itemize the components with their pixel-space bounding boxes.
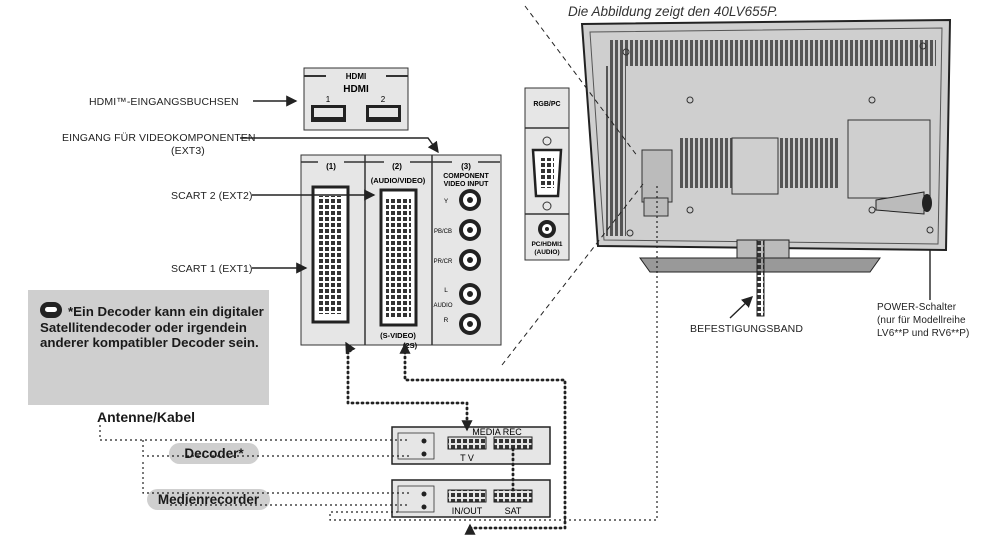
in-out-port-label: IN/OUT — [452, 506, 483, 516]
hdmi-logo: HDMI — [343, 84, 369, 95]
rgb-pc-label: RGB/PC — [533, 101, 560, 108]
tv-port-label: T V — [460, 453, 474, 463]
hdmi-port2-label: 2 — [381, 95, 386, 104]
component-y-label: Y — [444, 198, 449, 205]
decoder-label: Decoder* — [169, 443, 259, 464]
power-switch-note1: (nur für Modellreihe — [877, 315, 966, 326]
sat-port-label: SAT — [505, 506, 522, 516]
scart1-label: SCART 1 (EXT1) — [171, 263, 253, 275]
side-pc-panel: RGB/PC PC/HDMI1 (AUDIO) — [524, 87, 570, 261]
pc-hdmi1-label: PC/HDMI1 — [531, 241, 562, 248]
scart-cables — [346, 350, 567, 530]
pc-audio-label: (AUDIO) — [534, 249, 559, 256]
component-jacks — [459, 189, 481, 335]
media-recorder-label: Medienrecorder — [147, 489, 270, 510]
component-title-2: VIDEO INPUT — [444, 181, 489, 188]
component-l-label: L — [444, 287, 448, 294]
tv-rear-view — [580, 18, 952, 317]
scart1-connector — [318, 196, 343, 314]
decoder-note-box: *Ein Decoder kann ein digitaler Satellit… — [28, 290, 269, 405]
power-switch-label: POWER-Schalter — [877, 302, 957, 313]
scart1-header: (1) — [326, 162, 336, 171]
mounting-strap — [756, 239, 765, 317]
component-r-label: R — [444, 317, 449, 324]
power-switch — [922, 194, 932, 212]
recorder-device: IN/OUT SAT — [391, 479, 551, 518]
hdmi-panel: HDMI HDMI 1 2 — [303, 67, 409, 131]
component-audio-label: AUDIO — [433, 303, 452, 309]
decoder-device: MEDIA REC T V — [391, 426, 551, 465]
component-header: (3) — [461, 162, 471, 171]
antenna-cables — [99, 186, 658, 521]
hdmi-port1-label: 1 — [326, 95, 331, 104]
scart-component-panel: (1) (2) (AUDIO/VIDEO) (S-VIDEO) (2S) (3)… — [300, 154, 502, 350]
decoder-note-text: *Ein Decoder kann ein digitaler Satellit… — [40, 304, 264, 350]
component-pr-label: PR/CR — [434, 259, 453, 265]
component-input-label: EINGANG FÜR VIDEOKOMPONENTEN — [62, 132, 256, 144]
component-input-ext3-label: (EXT3) — [171, 145, 205, 157]
mounting-strap-label: BEFESTIGUNGSBAND — [690, 323, 804, 335]
scart2-sublabel: (AUDIO/VIDEO) — [371, 176, 426, 185]
component-title-1: COMPONENT — [443, 173, 489, 180]
hdmi-header-label: HDMI — [346, 72, 366, 81]
antenna-cable-label: Antenne/Kabel — [97, 409, 196, 425]
media-rec-port-label: MEDIA REC — [472, 427, 522, 437]
scart2-header: (2) — [392, 162, 402, 171]
pointing-hand-icon — [40, 302, 62, 318]
scart2-label: SCART 2 (EXT2) — [171, 190, 253, 202]
hdmi-inputs-label: HDMI™-EINGANGSBUCHSEN — [89, 96, 239, 108]
power-switch-note2: LV6**P und RV6**P) — [877, 328, 970, 339]
scart2-connector — [386, 199, 411, 317]
scart2-svideo-label: (S-VIDEO) — [380, 331, 416, 340]
figure-caption: Die Abbildung zeigt den 40LV655P. — [568, 4, 779, 19]
component-pb-label: PB/CB — [434, 229, 452, 235]
leader-lines — [501, 5, 644, 366]
